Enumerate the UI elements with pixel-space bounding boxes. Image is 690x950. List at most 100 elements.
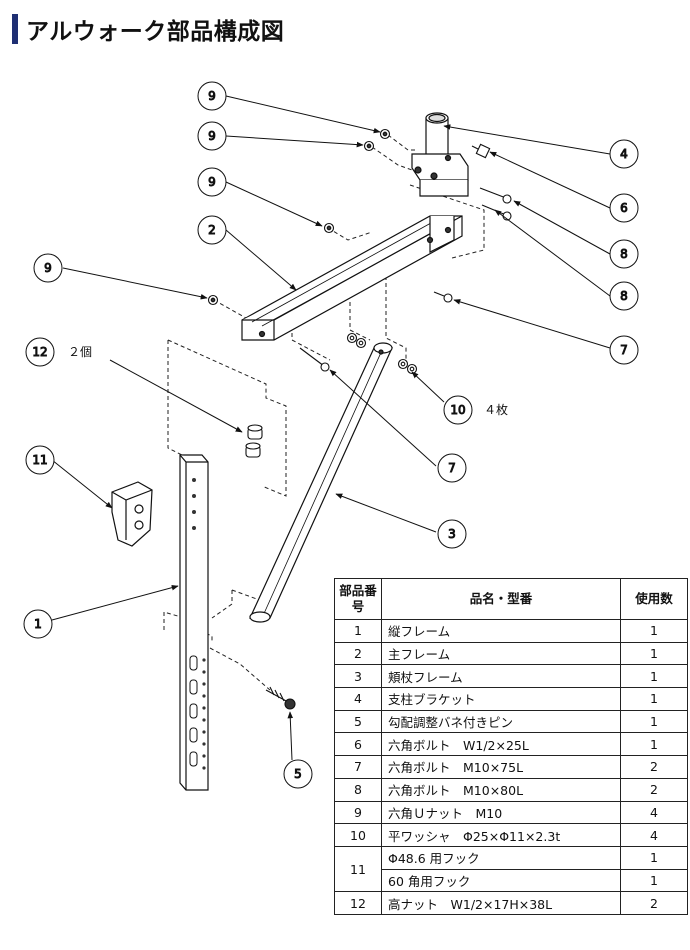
part-quantity: 2 xyxy=(620,891,688,915)
part-name: 高ナット W1/2×17H×38L xyxy=(381,891,621,915)
part-number: 8 xyxy=(334,777,382,802)
table-row: 3 頬杖フレーム 1 xyxy=(334,664,688,689)
part-quantity: 1 xyxy=(620,732,688,757)
callout-5: 5 xyxy=(283,759,313,789)
header-part-number: 部品番号 xyxy=(334,578,382,620)
table-row: 7 六角ボルト M10×75L 2 xyxy=(334,755,688,779)
callout-2: 2 xyxy=(197,215,227,245)
part-name: 平ワッシャ Φ25×Φ11×2.3t xyxy=(381,823,621,847)
parts-list-table: 部品番号 品名・型番 使用数 1 縦フレーム 1 2 主フレーム 1 3 頬杖フ… xyxy=(334,578,688,915)
svg-text:6: 6 xyxy=(620,201,628,215)
part-number: 12 xyxy=(334,891,382,915)
part-name: 支柱ブラケット xyxy=(381,687,621,711)
table-row: 5 勾配調整バネ付きピン 1 xyxy=(334,709,688,734)
part-quantity: 1 xyxy=(620,709,688,734)
callout-7-right: 7 xyxy=(609,335,639,365)
callout-8-lower: 8 xyxy=(609,281,639,311)
knee-brace-frame-part-3 xyxy=(249,342,393,623)
part-name: 六角ボルト W1/2×25L xyxy=(381,732,621,757)
callout-3: 3 xyxy=(437,519,467,549)
part-number: 7 xyxy=(334,755,382,779)
title-bar: アルウォーク部品構成図 xyxy=(12,12,284,46)
flat-washers-part-10 xyxy=(346,332,418,375)
table-row: 1 縦フレーム 1 xyxy=(334,619,688,643)
part-quantity: 4 xyxy=(620,800,688,825)
note-12-quantity: ２個 xyxy=(68,345,92,359)
part-quantity: 1 xyxy=(620,845,688,870)
part-name: 主フレーム xyxy=(381,641,621,666)
svg-text:8: 8 xyxy=(620,247,628,261)
part-name: 六角ボルト M10×75L xyxy=(381,755,621,779)
part-number: 3 xyxy=(334,664,382,689)
svg-text:5: 5 xyxy=(294,767,302,781)
part-number: 9 xyxy=(334,800,382,825)
svg-text:9: 9 xyxy=(208,89,216,103)
table-row: 11 Φ48.6 用フック 1 xyxy=(334,845,688,893)
svg-text:9: 9 xyxy=(208,129,216,143)
callout-8-upper: 8 xyxy=(609,239,639,269)
svg-text:11: 11 xyxy=(32,453,47,467)
table-row: 60 角用フック 1 xyxy=(335,868,688,893)
u-nuts-part-9 xyxy=(207,128,391,306)
part-name: 頬杖フレーム xyxy=(381,664,621,689)
table-row: 10 平ワッシャ Φ25×Φ11×2.3t 4 xyxy=(334,823,688,847)
callout-7-lower: 7 xyxy=(437,453,467,483)
hook-part-11 xyxy=(111,481,153,547)
part-name: 勾配調整バネ付きピン xyxy=(381,709,621,734)
spring-pin-part-5 xyxy=(265,686,296,710)
vertical-frame-part-1 xyxy=(179,454,209,791)
part-number: 1 xyxy=(334,619,382,643)
part-quantity: 4 xyxy=(620,823,688,847)
part-quantity: 2 xyxy=(620,755,688,779)
callout-11: 11 xyxy=(25,445,55,475)
part-name: 六角ボルト M10×80L xyxy=(381,777,621,802)
part-quantity: 1 xyxy=(620,619,688,643)
part-name: Φ48.6 用フック xyxy=(381,845,621,870)
table-row: 4 支柱ブラケット 1 xyxy=(334,687,688,711)
svg-text:9: 9 xyxy=(208,175,216,189)
callout-4: 4 xyxy=(609,139,639,169)
svg-text:4: 4 xyxy=(620,147,628,161)
svg-text:8: 8 xyxy=(620,289,628,303)
part-name: 縦フレーム xyxy=(381,619,621,643)
part-number: 5 xyxy=(334,709,382,734)
callout-6: 6 xyxy=(609,193,639,223)
note-10-quantity: ４枚 xyxy=(484,402,508,417)
callout-9-second: 9 xyxy=(197,121,227,151)
part-quantity: 1 xyxy=(620,868,688,893)
part-name: 六角Ｕナット M10 xyxy=(381,800,621,825)
part-number: 11 xyxy=(334,845,382,893)
tall-nuts-part-12 xyxy=(245,424,263,458)
leader-lines xyxy=(51,95,611,761)
table-row: 2 主フレーム 1 xyxy=(334,641,688,666)
part-number: 10 xyxy=(334,823,382,847)
table-row: 9 六角Ｕナット M10 4 xyxy=(334,800,688,825)
svg-text:2: 2 xyxy=(208,223,216,237)
table-row: 8 六角ボルト M10×80L 2 xyxy=(334,777,688,802)
part-quantity: 1 xyxy=(620,687,688,711)
callout-9-left: 9 xyxy=(33,253,63,283)
part-number: 6 xyxy=(334,732,382,757)
callout-12: 12 xyxy=(25,337,55,367)
svg-text:7: 7 xyxy=(620,343,628,357)
svg-text:12: 12 xyxy=(32,345,47,359)
svg-text:7: 7 xyxy=(448,461,456,475)
hex-bolts-parts-6-7-8 xyxy=(299,143,512,372)
svg-text:3: 3 xyxy=(448,527,456,541)
part-name: 60 角用フック xyxy=(381,868,621,893)
title-accent-bar xyxy=(12,14,18,44)
part-number: 2 xyxy=(334,641,382,666)
callout-9-top: 9 xyxy=(197,81,227,111)
svg-text:1: 1 xyxy=(34,617,42,631)
svg-text:10: 10 xyxy=(450,403,465,417)
part-number: 4 xyxy=(334,687,382,711)
table-row: 6 六角ボルト W1/2×25L 1 xyxy=(334,732,688,757)
header-part-name: 品名・型番 xyxy=(381,578,621,620)
header-quantity: 使用数 xyxy=(620,578,688,620)
part-quantity: 2 xyxy=(620,777,688,802)
part-quantity: 1 xyxy=(620,664,688,689)
main-frame-part-2 xyxy=(241,215,463,341)
callout-9-third: 9 xyxy=(197,167,227,197)
page-title: アルウォーク部品構成図 xyxy=(26,19,285,45)
